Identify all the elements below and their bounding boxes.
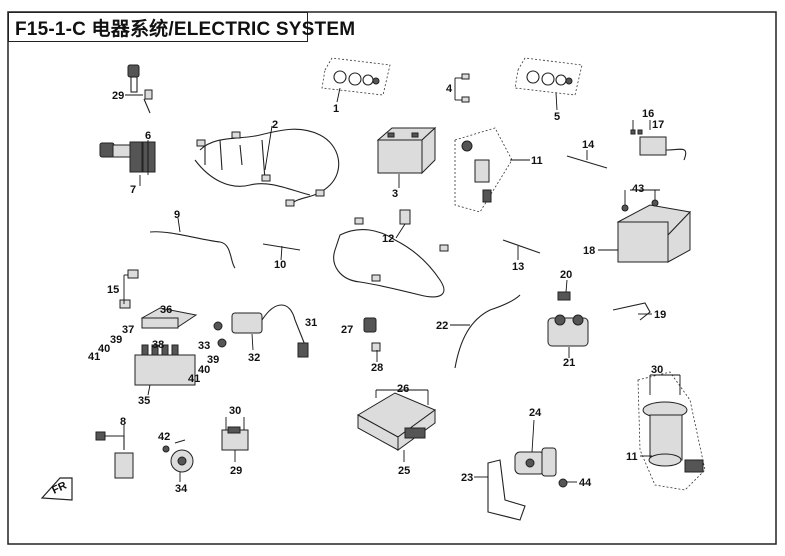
- part-35-36-fuse-box: [134, 307, 198, 396]
- callout-20: 20: [560, 269, 572, 281]
- part-6-7-relay-block: [99, 140, 156, 186]
- callout-44: 44: [579, 477, 592, 489]
- part-25-26-ecu: [356, 389, 437, 462]
- callout-41-left: 41: [88, 351, 100, 363]
- part-11-30-fuel-pump: [637, 371, 706, 491]
- callout-5: 5: [554, 111, 560, 123]
- logo-text: FR: [50, 480, 68, 497]
- callout-8: 8: [120, 416, 126, 428]
- callout-16: 16: [642, 108, 654, 120]
- callout-9: 9: [174, 209, 180, 221]
- part-1-connector-set: [321, 57, 391, 103]
- callout-21: 21: [563, 357, 575, 369]
- callout-22: 22: [436, 320, 448, 332]
- callout-17: 17: [652, 119, 664, 131]
- callout-35: 35: [138, 395, 150, 407]
- part-12-harness: [333, 209, 449, 298]
- callout-27: 27: [341, 324, 353, 336]
- callout-13: 13: [512, 261, 524, 273]
- callout-43: 43: [632, 183, 644, 195]
- part-31-32-33-ignition-coil: [213, 304, 309, 358]
- part-19-bracket: [612, 302, 652, 321]
- callout-26: 26: [397, 383, 409, 395]
- part-9-wire: [149, 217, 236, 269]
- callout-14: 14: [582, 139, 595, 151]
- part-8-connector: [95, 425, 134, 479]
- part-4-connectors: [454, 73, 470, 103]
- part-34-42-horn: [162, 439, 194, 482]
- part-18-regulator: [598, 189, 692, 263]
- callout-38: 38: [152, 339, 164, 351]
- callout-40-right: 40: [198, 364, 210, 376]
- callout-23: 23: [461, 472, 473, 484]
- callout-labels: 1 2 3 4 5 6 7 8 9 10 11 11 12 13 14 15 1…: [88, 83, 666, 495]
- part-29-sensor: [125, 64, 153, 114]
- callout-39-left: 39: [110, 334, 122, 346]
- callout-42: 42: [158, 431, 170, 443]
- callout-40-left: 40: [98, 343, 110, 355]
- callout-31: 31: [305, 317, 317, 329]
- callout-15: 15: [107, 284, 119, 296]
- callout-6: 6: [145, 130, 151, 142]
- callout-1: 1: [333, 103, 339, 115]
- callout-25: 25: [398, 465, 410, 477]
- part-20-21-starter-relay: [547, 279, 589, 358]
- part-10-rod: [262, 243, 301, 261]
- callout-33: 33: [198, 340, 210, 352]
- callout-28: 28: [371, 362, 383, 374]
- part-14-rod: [566, 150, 608, 169]
- callout-36: 36: [160, 304, 172, 316]
- callout-10: 10: [274, 259, 286, 271]
- page-border: [7, 11, 777, 545]
- part-22-wire: [450, 294, 521, 369]
- callout-18: 18: [583, 245, 595, 257]
- part-3-battery: [376, 126, 437, 188]
- callout-19: 19: [654, 309, 666, 321]
- callout-7: 7: [130, 184, 136, 196]
- callout-29-relay: 29: [230, 465, 242, 477]
- part-13-rod: [502, 239, 541, 260]
- part-11-ignition-switch: [454, 127, 530, 213]
- callout-29-sensor: 29: [112, 90, 124, 102]
- part-29-30-relay: [221, 417, 249, 462]
- part-15-connectors: [119, 269, 139, 309]
- callout-41-right: 41: [188, 373, 200, 385]
- part-23-24-44-starter-motor: [474, 419, 577, 521]
- callout-39-right: 39: [207, 354, 219, 366]
- callout-3: 3: [392, 188, 398, 200]
- callout-37: 37: [122, 324, 134, 336]
- brand-logo: FR: [40, 477, 73, 501]
- callout-2: 2: [272, 119, 278, 131]
- part-2-main-harness: [194, 125, 340, 207]
- part-5-connector-set: [514, 57, 583, 111]
- callout-32: 32: [248, 352, 260, 364]
- callout-4: 4: [446, 83, 453, 95]
- callout-30-fuel-pump: 30: [651, 364, 663, 376]
- part-16-17-fuse-holder: [630, 120, 687, 161]
- part-27-28-sensor: [363, 317, 381, 362]
- callout-11-ignition: 11: [531, 155, 543, 167]
- callout-30-relay: 30: [229, 405, 241, 417]
- callout-24: 24: [529, 407, 542, 419]
- page-title: F15-1-C 电器系统/ELECTRIC SYSTEM: [8, 12, 355, 42]
- callout-34: 34: [175, 483, 188, 495]
- callout-11-fuel-pump: 11: [626, 451, 638, 463]
- callout-12: 12: [382, 233, 394, 245]
